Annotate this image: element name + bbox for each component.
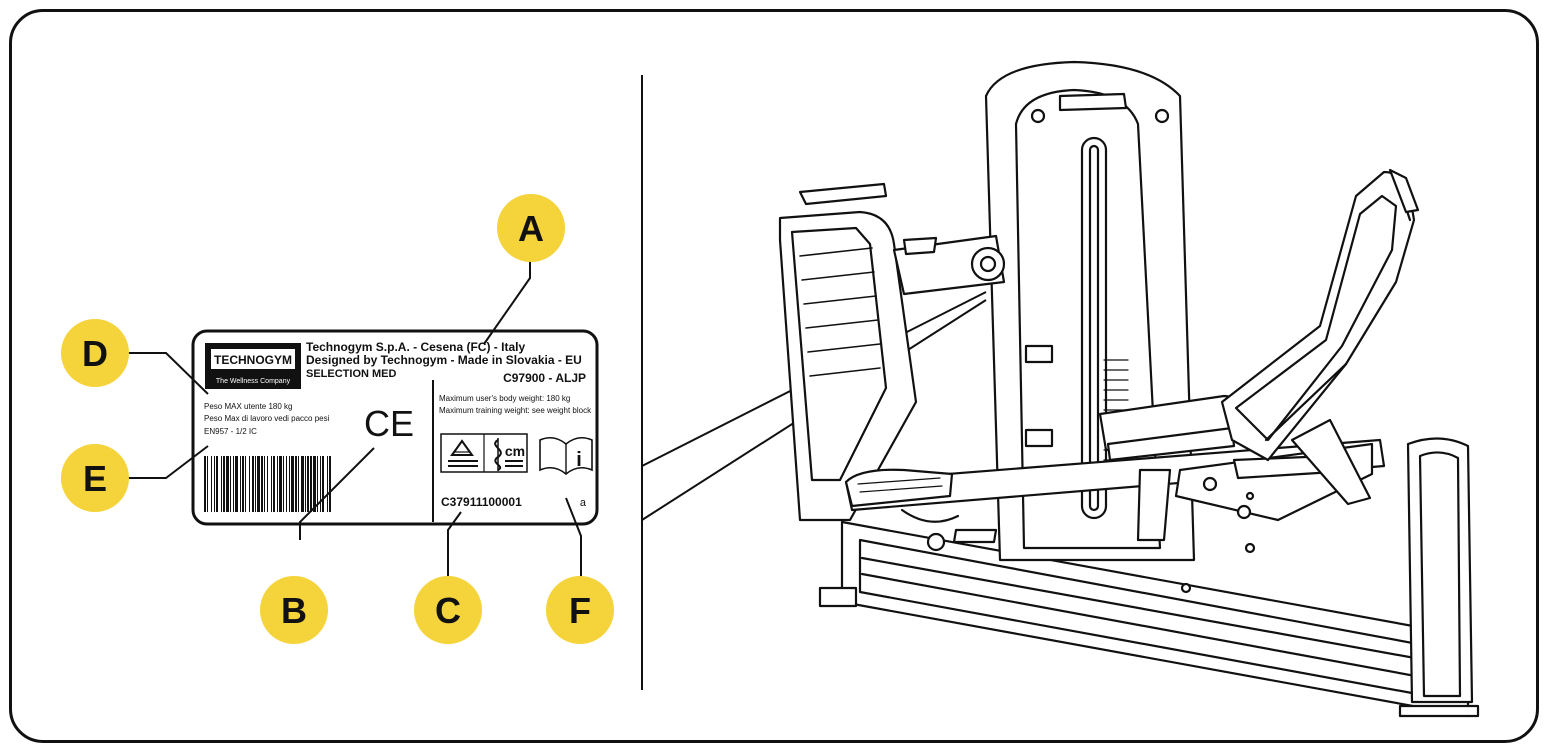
- callout-e-label: E: [83, 458, 107, 499]
- barcode-bar: [271, 456, 272, 512]
- serial-number: C37911100001: [441, 495, 522, 509]
- callout-c: C: [414, 576, 482, 644]
- barcode-bar: [233, 456, 234, 512]
- standard: EN957 - 1/2 IC: [204, 427, 257, 436]
- callout-d: D: [61, 319, 129, 387]
- callout-f: F: [546, 576, 614, 644]
- logo-tagline: The Wellness Company: [216, 378, 291, 385]
- barcode-bar: [295, 456, 297, 512]
- barcode-bar: [320, 456, 321, 512]
- ce-mark-icon: CE: [364, 403, 414, 444]
- leg-press-machine-drawing: [778, 60, 1480, 718]
- max-training-en: Maximum training weight: see weight bloc…: [439, 406, 592, 415]
- barcode-bar: [286, 456, 287, 512]
- max-user-it: Peso MAX utente 180 kg: [204, 402, 293, 411]
- barcode-bar: [283, 456, 284, 512]
- barcode-bar: [305, 456, 306, 512]
- barcode-bar: [317, 456, 318, 512]
- barcode-bar: [252, 456, 254, 512]
- barcode-bar: [223, 456, 225, 512]
- barcode-bar: [289, 456, 290, 512]
- barcode-bar: [264, 456, 265, 512]
- leader-f: [565, 497, 582, 580]
- svg-text:cm: cm: [505, 443, 525, 459]
- max-work-it: Peso Max di lavoro vedi pacco pesi: [204, 414, 330, 423]
- barcode-bar: [240, 456, 241, 512]
- barcode-bar: [226, 456, 229, 512]
- barcode-bar: [327, 456, 328, 512]
- barcode-bar: [245, 456, 246, 512]
- leader-b: [299, 447, 375, 540]
- barcode-bar: [235, 456, 238, 512]
- logo-text: TECHNOGYM: [214, 353, 292, 367]
- barcode: [204, 456, 331, 512]
- revision-letter: a: [580, 497, 587, 509]
- callout-a-label: A: [518, 208, 544, 249]
- barcode-bar: [207, 456, 208, 512]
- callout-c-label: C: [435, 590, 461, 631]
- barcode-bar: [273, 456, 275, 512]
- callout-f-label: F: [569, 590, 591, 631]
- barcode-bar: [221, 456, 222, 512]
- manual-letter: i: [576, 449, 582, 471]
- callout-b-label: B: [281, 590, 307, 631]
- barcode-bar: [307, 456, 309, 512]
- barcode-bar: [230, 456, 231, 512]
- barcode-bar: [301, 456, 304, 512]
- barcode-bar: [310, 456, 312, 512]
- designed-line: Designed by Technogym - Made in Slovakia…: [306, 353, 582, 367]
- barcode-bar: [261, 456, 263, 512]
- barcode-bar: [291, 456, 294, 512]
- barcode-bar: [267, 456, 268, 512]
- barcode-bar: [329, 456, 331, 512]
- model-code: C97900 - ALJP: [503, 371, 586, 385]
- barcode-bar: [322, 456, 324, 512]
- barcode-bar: [211, 456, 212, 512]
- user-manual-icon: i: [539, 436, 593, 476]
- barcode-bar: [204, 456, 206, 512]
- company-line: Technogym S.p.A. - Cesena (FC) - Italy: [306, 340, 525, 354]
- barcode-bar: [277, 456, 278, 512]
- technogym-logo: TECHNOGYM The Wellness Company: [205, 343, 301, 389]
- barcode-bar: [257, 456, 260, 512]
- callout-e: E: [61, 444, 129, 512]
- barcode-bar: [279, 456, 282, 512]
- product-label: TECHNOGYM The Wellness Company Technogym…: [191, 329, 599, 526]
- tuv-certification-icon: cm: [440, 433, 528, 473]
- barcode-bar: [255, 456, 256, 512]
- barcode-bar: [298, 456, 299, 512]
- barcode-bar: [216, 456, 218, 512]
- callout-a: A: [497, 194, 565, 262]
- callout-d-label: D: [82, 333, 108, 374]
- barcode-bar: [313, 456, 316, 512]
- barcode-bar: [242, 456, 244, 512]
- callout-b: B: [260, 576, 328, 644]
- max-user-en: Maximum user's body weight: 180 kg: [439, 394, 570, 403]
- barcode-bar: [214, 456, 215, 512]
- barcode-bar: [249, 456, 250, 512]
- leader-c: [447, 511, 462, 580]
- product-name: SELECTION MED: [306, 368, 397, 380]
